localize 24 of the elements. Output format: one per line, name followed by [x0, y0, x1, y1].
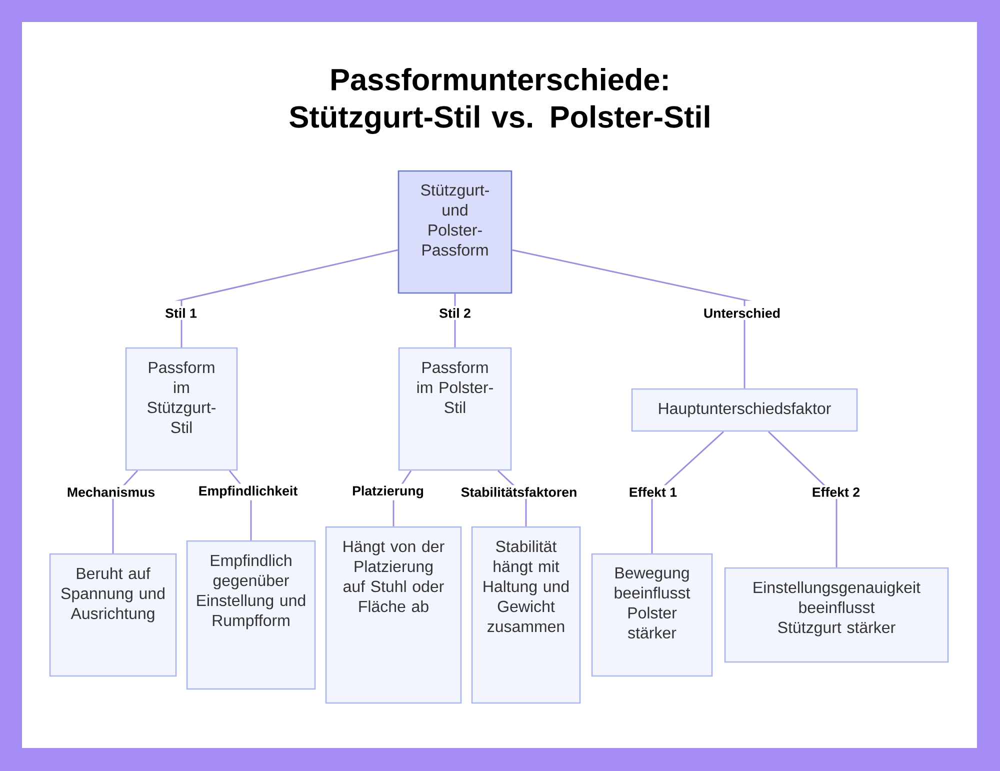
root-box: Stützgurt- und Polster-Passform: [398, 170, 512, 294]
process-box: Hauptunterschiedsfaktor: [631, 388, 858, 432]
connector-line: [512, 249, 752, 388]
edge-label: Unterschied: [701, 306, 783, 320]
process-box: Empfindlich gegenüber Einstellung und Rumpfform: [186, 540, 316, 690]
connector-line: [651, 431, 724, 554]
process-box: Stabilität hängt mit Haltung und Gewicht zusammen: [471, 526, 581, 704]
process-box: Einstellungsgenauigkeit beeinflusst Stützgurt stärker: [724, 567, 949, 663]
edge-label: Platzierung: [350, 484, 426, 500]
connector-line: [768, 431, 838, 568]
edge-label: Empfindlichkeit: [196, 484, 300, 500]
process-box: Passform im Polster-Stil: [398, 347, 512, 471]
edge-label: Mechanismus: [64, 485, 158, 499]
connector-line: [174, 249, 398, 348]
process-box: Hängt von der Platzierung auf Stuhl oder Fläche ab: [325, 526, 462, 704]
edge-label: Effekt 2: [810, 485, 862, 499]
process-box: Bewegung beeinflusst Polster stärker: [591, 553, 713, 677]
title: Passformunterschiede: Stützgurt-Stil vs. Polster-Stil: [290, 68, 710, 134]
process-box: Passform im Stützgurt-Stil: [125, 347, 238, 471]
edge-label: Effekt 1: [626, 485, 680, 499]
edge-label: Stabilitätsfaktoren: [458, 485, 580, 499]
edge-label: Stil 2: [437, 306, 473, 320]
edge-label: Stil 1: [163, 306, 199, 320]
process-box: Beruht auf Spannung und Ausrichtung: [49, 553, 177, 677]
